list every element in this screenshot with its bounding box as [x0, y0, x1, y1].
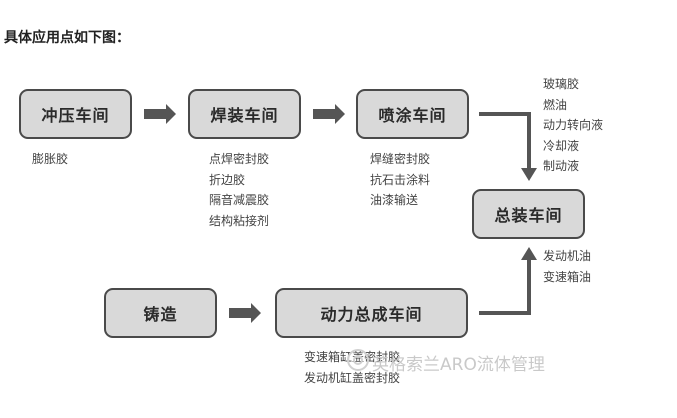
watermark-text: 英格索兰ARO流体管理	[372, 355, 545, 375]
note-item: 抗石击涂料	[370, 172, 431, 187]
note-item: 膨胀胶	[32, 152, 69, 166]
note-item: 燃油	[543, 97, 568, 112]
arrow-welding-painting	[313, 104, 345, 124]
notes-stamping: 膨胀胶	[32, 149, 68, 170]
arrow-painting-assembly-head	[521, 168, 537, 181]
note-item: 玻璃胶	[543, 77, 580, 91]
arrow-powertrain-assembly-head	[521, 247, 537, 260]
note-item: 发动机缸盖密封胶	[304, 370, 401, 385]
arrow-painting-assembly-line	[479, 112, 531, 170]
node-stamping: 冲压车间	[19, 89, 132, 139]
notes-welding: 点焊密封胶 折边胶 隔音减震胶 结构粘接剂	[209, 149, 269, 231]
note-item: 制动液	[543, 159, 580, 173]
watermark-logo-icon	[347, 349, 369, 371]
notes-assembly-fluids: 发动机油 变速箱油	[543, 246, 591, 287]
node-welding: 焊装车间	[188, 89, 301, 139]
note-item: 油漆输送	[370, 193, 419, 207]
note-item: 隔音减震胶	[209, 193, 270, 207]
arrow-casting-powertrain	[229, 303, 261, 323]
notes-assembly-inputs: 玻璃胶 燃油 动力转向液 冷却液 制动液	[543, 74, 603, 177]
note-item: 发动机油	[543, 249, 592, 263]
note-item: 点焊密封胶	[209, 152, 270, 166]
node-powertrain: 动力总成车间	[275, 288, 468, 338]
note-item: 动力转向液	[543, 118, 604, 132]
note-item: 冷却液	[543, 138, 580, 153]
note-item: 结构粘接剂	[209, 213, 270, 228]
arrow-powertrain-assembly-line	[479, 258, 531, 315]
page-heading: 具体应用点如下图：	[4, 30, 130, 46]
node-painting: 喷涂车间	[356, 89, 469, 139]
note-item: 变速箱油	[543, 269, 592, 284]
notes-painting: 焊缝密封胶 抗石击涂料 油漆输送	[370, 149, 430, 211]
note-item: 折边胶	[209, 172, 246, 187]
arrow-stamping-welding	[144, 104, 176, 124]
node-casting: 铸造	[104, 288, 217, 338]
node-assembly: 总装车间	[472, 189, 585, 239]
note-item: 焊缝密封胶	[370, 152, 431, 166]
